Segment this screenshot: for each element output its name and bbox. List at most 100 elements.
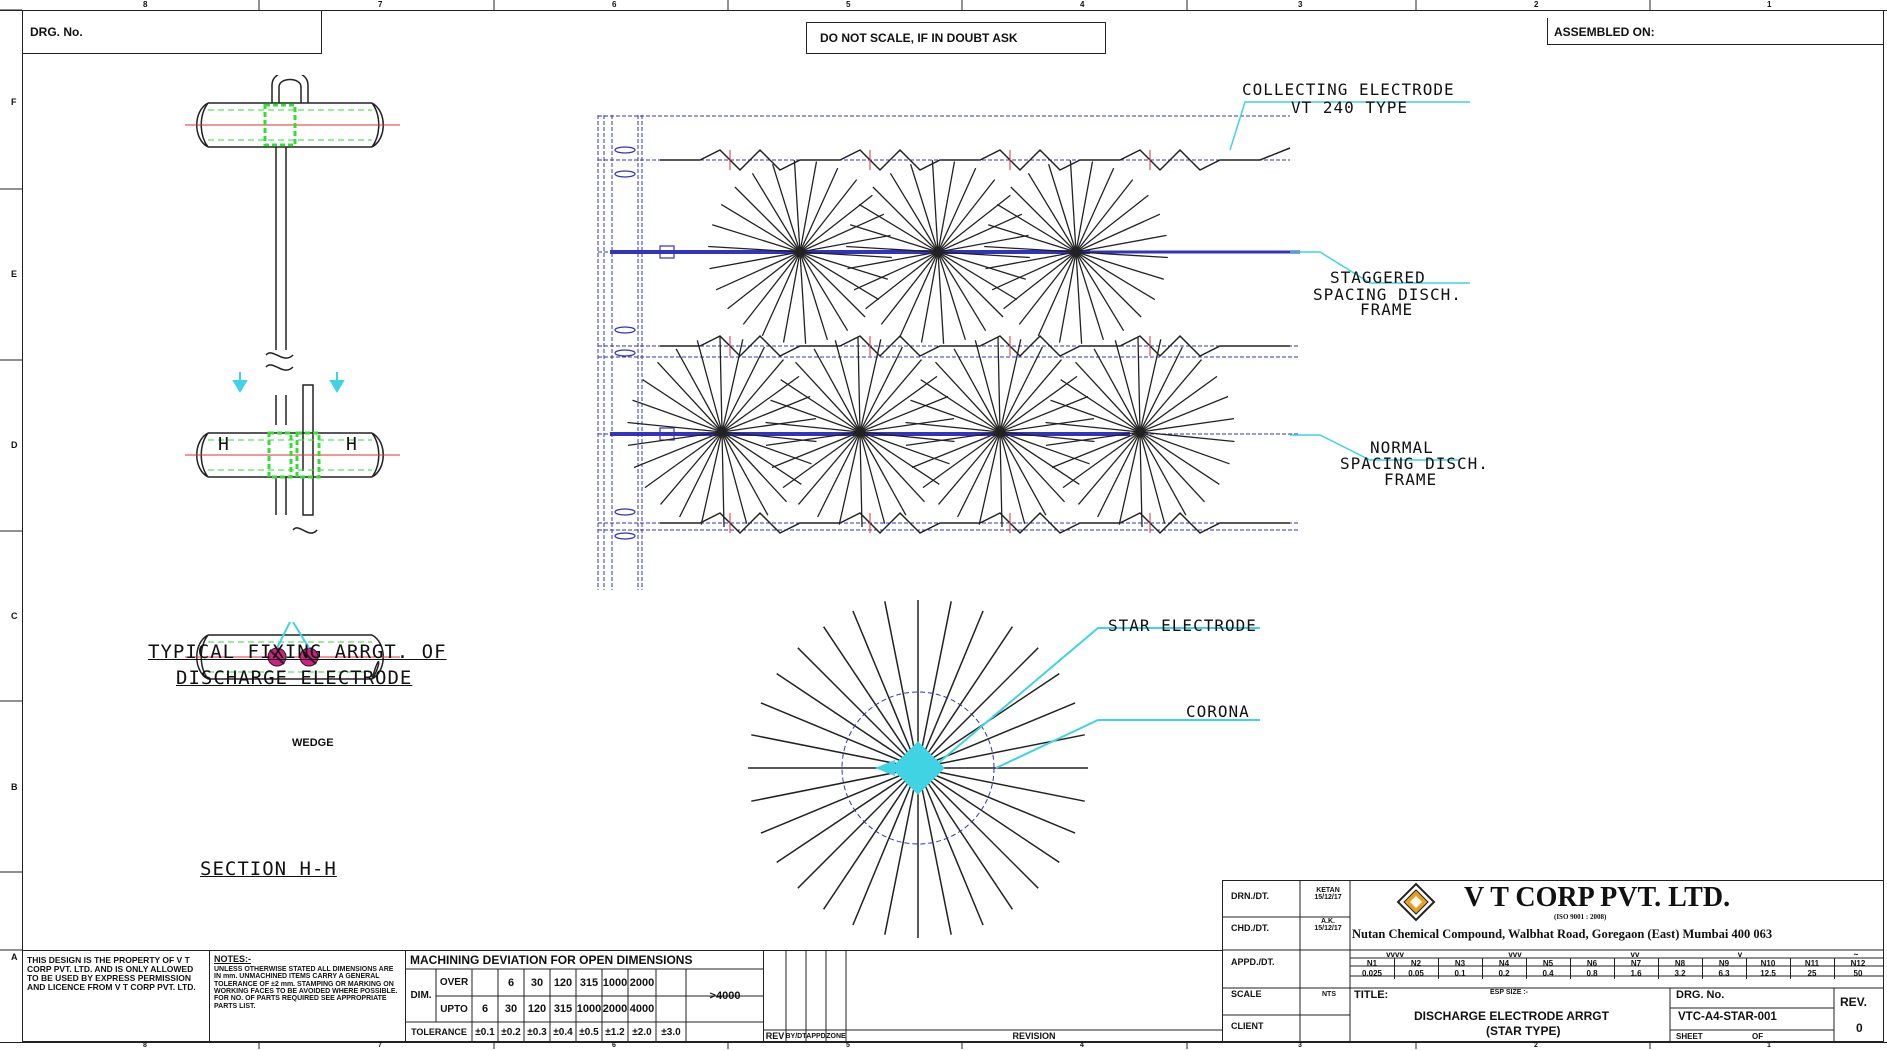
electrode-spike: [799, 161, 818, 253]
over-value: 315: [579, 976, 599, 989]
finish-value: 6.3: [1702, 968, 1747, 979]
rev-header-rev: REV: [765, 1031, 785, 1041]
upto-value: 4000: [629, 1003, 655, 1015]
electrode-spike: [1045, 421, 1141, 433]
drawing-title-line1: DISCHARGE ELECTRODE ARRGT: [1414, 1009, 1609, 1023]
electrode-spike: [1078, 431, 1141, 505]
grid-col-2-bottom: 2: [1534, 1042, 1538, 1049]
electrode-hub: [717, 427, 727, 437]
electrode-spike: [937, 167, 977, 253]
electrode-spike: [771, 431, 861, 469]
electrode-spike: [859, 431, 955, 443]
electrode-spike: [660, 431, 723, 505]
electrode-spike: [999, 395, 1089, 433]
rev-header-zone: ZONE: [826, 1032, 846, 1040]
electrode-spike: [859, 339, 882, 433]
electrode-spike: [905, 421, 1001, 433]
electrode-spike: [765, 431, 861, 447]
electrode-spike: [1037, 251, 1077, 337]
electrode-spike: [1075, 251, 1142, 318]
star-electrode-label: STAR ELECTRODE: [1108, 616, 1257, 635]
electrode-spike: [1069, 160, 1077, 253]
wedge-label: WEDGE: [292, 737, 334, 749]
electrode-spike: [931, 160, 939, 253]
tolerance-value: ±0.2: [501, 1026, 521, 1038]
electrode-spike: [999, 375, 1078, 433]
finish-symbol: v: [1737, 949, 1743, 959]
electrode-spike: [1075, 251, 1156, 301]
finish-value: 0.4: [1526, 968, 1571, 979]
electrode-spike: [793, 160, 801, 253]
electrode-spike: [1075, 251, 1083, 344]
electrode-spike: [797, 647, 919, 769]
electrode-spike: [974, 340, 1001, 433]
finish-value: 3.2: [1658, 968, 1703, 979]
collecting-electrode-type: VT 240 TYPE: [1291, 98, 1408, 117]
scale-note-box: [806, 22, 1106, 54]
upto-value: 30: [504, 1003, 518, 1015]
electrode-spike: [850, 224, 939, 253]
grid-col-6-bottom: 6: [612, 1042, 616, 1049]
electrode-spike: [1010, 186, 1077, 253]
electrode-spike: [1139, 431, 1143, 528]
electrode-spike: [884, 767, 919, 935]
electrode-spike: [1050, 399, 1141, 433]
grid-row-e: E: [11, 269, 18, 279]
electrode-spike: [734, 186, 801, 253]
electrode-spike: [709, 251, 801, 270]
electrode-spike: [937, 161, 956, 253]
electrode-spike: [852, 767, 919, 926]
electrode-spike: [859, 359, 922, 433]
electrode-spike: [721, 346, 765, 433]
revision-table: [764, 950, 1222, 1042]
electrode-spike: [1139, 395, 1229, 433]
electrode-spike: [999, 431, 1095, 443]
electrode-spike: [889, 172, 939, 253]
electrode-spike: [799, 251, 888, 280]
electrode-spike: [1075, 194, 1149, 253]
electrode-spike: [1075, 361, 1141, 433]
scale-value: NTS: [1322, 991, 1336, 998]
over-value: 120: [553, 976, 573, 989]
electrode-spike: [771, 164, 801, 253]
finish-code: N2: [1394, 958, 1439, 969]
electrode-spike: [985, 251, 1077, 270]
normal-label-2: SPACING DISCH.: [1340, 454, 1489, 473]
revision-table-grid: [764, 950, 1222, 1042]
finish-value: 1.6: [1614, 968, 1659, 979]
normal-label-1: NORMAL: [1370, 438, 1434, 457]
electrode-spike: [1047, 164, 1077, 253]
electrode-spike: [937, 251, 945, 344]
finish-value: 12.5: [1746, 968, 1791, 979]
title-label: TITLE:: [1354, 989, 1389, 1001]
normal-label-3: FRAME: [1384, 470, 1438, 489]
electrode-spike: [1075, 213, 1161, 253]
electrode-spike: [1051, 431, 1141, 469]
rev-label: REV.: [1840, 995, 1867, 1009]
drg-no-value: VTC-A4-STAR-001: [1678, 1011, 1777, 1023]
grid-row-c: C: [11, 611, 18, 621]
border-top-strip: [0, 0, 1887, 11]
assembled-on-label: ASSEMBLED ON:: [1554, 25, 1655, 39]
electrode-spike: [799, 234, 891, 253]
grid-row-a: A: [11, 952, 18, 962]
electrode-spike: [715, 251, 801, 291]
grid-col-1: 1: [1767, 0, 1772, 9]
electrode-spike: [996, 203, 1077, 253]
finish-symbol: vvv: [1508, 949, 1522, 959]
electrode-spike: [719, 336, 723, 433]
over-value: 30: [530, 976, 544, 989]
electrode-spike: [1139, 431, 1205, 503]
electrode-spike: [721, 375, 800, 433]
company-logo: [1396, 882, 1436, 922]
grid-col-7-bottom: 7: [378, 1042, 382, 1049]
electrode-spike: [727, 251, 801, 310]
electrode-spike: [1139, 339, 1162, 433]
drg-no-box: [22, 10, 322, 54]
electrode-spike: [632, 399, 723, 433]
finish-symbol: vvvv: [1386, 949, 1404, 959]
staggered-label-3: FRAME: [1360, 300, 1414, 319]
electrode-hub: [995, 427, 1005, 437]
finish-symbol: vv: [1630, 949, 1640, 959]
electrode-spike: [999, 339, 1022, 433]
